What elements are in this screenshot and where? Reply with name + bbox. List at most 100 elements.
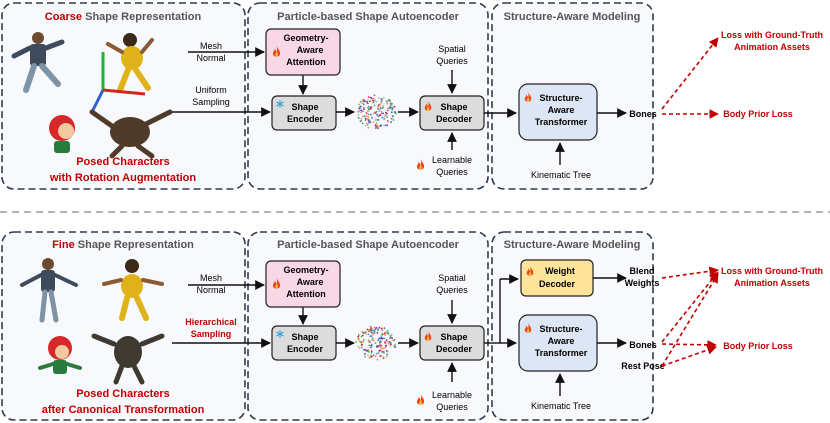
particle xyxy=(388,341,391,343)
particle xyxy=(374,124,377,127)
particle xyxy=(378,97,380,99)
particle xyxy=(374,99,377,101)
particle xyxy=(364,117,367,120)
top-row: Coarse Shape Representation Particle-bas… xyxy=(1,2,823,190)
particle xyxy=(377,115,380,118)
bottom-loss-gt-1: Loss with Ground-Truth xyxy=(721,266,823,276)
particle xyxy=(370,329,373,332)
particle xyxy=(376,113,378,116)
particle xyxy=(382,357,385,360)
particle xyxy=(371,337,374,340)
particle xyxy=(377,105,380,108)
particle xyxy=(366,349,369,352)
particle xyxy=(371,116,373,119)
top-kinematic-tree: Kinematic Tree xyxy=(531,170,591,180)
particle xyxy=(364,332,367,335)
top-mesh-label-1: Mesh xyxy=(200,41,222,51)
bottom-loss-gt-2: Animation Assets xyxy=(734,278,810,288)
particle xyxy=(363,108,365,110)
top-bones-label: Bones xyxy=(629,109,657,119)
particle xyxy=(375,122,378,125)
particle xyxy=(362,103,365,106)
particle xyxy=(368,356,371,359)
top-sampling-label-1: Uniform xyxy=(195,85,227,95)
particle xyxy=(362,106,365,109)
particle xyxy=(367,354,369,357)
bottom-spatial-label-2: Queries xyxy=(436,285,468,295)
particle xyxy=(362,339,365,341)
particle xyxy=(393,105,396,108)
particle xyxy=(376,124,379,127)
particle xyxy=(376,358,379,361)
particle xyxy=(360,346,363,349)
particle xyxy=(363,353,366,356)
particle xyxy=(390,111,393,113)
particle xyxy=(379,355,382,357)
particle xyxy=(384,124,387,127)
particle xyxy=(374,328,377,331)
particle xyxy=(381,112,383,115)
particle xyxy=(371,339,374,341)
particle xyxy=(372,112,375,115)
particle xyxy=(380,100,383,103)
particle xyxy=(385,331,388,333)
top-gaa-label-3: Attention xyxy=(286,57,326,67)
top-learnable-label-2: Queries xyxy=(436,167,468,177)
particle xyxy=(383,124,385,126)
particle xyxy=(390,336,392,339)
bottom-learnable-label-2: Queries xyxy=(436,402,468,412)
particle xyxy=(380,344,383,347)
particle xyxy=(364,119,367,121)
particle xyxy=(367,119,370,121)
particle xyxy=(383,352,385,354)
particle xyxy=(378,110,380,113)
particle xyxy=(357,335,360,338)
top-panel3-title: Structure-Aware Modeling xyxy=(504,11,641,23)
particle xyxy=(381,98,383,101)
particle xyxy=(360,335,363,338)
particle xyxy=(372,101,375,104)
particle xyxy=(392,119,395,121)
top-loss-gt-2: Animation Assets xyxy=(734,42,810,52)
particle xyxy=(362,332,365,335)
rest-pose-label: Rest Pose xyxy=(621,361,665,371)
particle xyxy=(369,121,372,124)
particle xyxy=(367,126,370,129)
bottom-transformer-label-3: Transformer xyxy=(535,348,588,358)
top-character-cap xyxy=(49,115,75,153)
particle xyxy=(390,102,393,105)
particle xyxy=(380,102,382,104)
particle xyxy=(381,333,384,336)
bottom-mesh-label-1: Mesh xyxy=(200,273,222,283)
particle xyxy=(367,105,370,108)
particle xyxy=(390,343,392,346)
top-character-creature xyxy=(89,109,173,159)
particle xyxy=(357,114,360,116)
particle xyxy=(386,124,388,127)
bottom-gaa-label-1: Geometry- xyxy=(283,265,328,275)
bottom-character-dancer xyxy=(102,259,164,321)
particle xyxy=(385,112,388,115)
particle xyxy=(375,327,378,329)
particle xyxy=(389,106,391,108)
bottom-sampling-label-1: Hierarchical xyxy=(185,317,237,327)
particle xyxy=(360,100,362,102)
particle xyxy=(377,329,379,332)
particle xyxy=(366,122,368,125)
top-decoder-label-2: Decoder xyxy=(436,114,473,124)
particle xyxy=(375,110,378,113)
bottom-encoder-label-2: Encoder xyxy=(287,344,324,354)
bottom-gaa-label-2: Aware xyxy=(297,277,324,287)
particle xyxy=(387,342,390,345)
particle xyxy=(384,341,386,343)
particle xyxy=(357,111,359,113)
particle xyxy=(374,342,377,344)
bottom-caption-line1: Posed Characters xyxy=(76,388,170,400)
particle xyxy=(393,345,396,348)
top-shape-encoder xyxy=(271,95,337,131)
top-spatial-label-2: Queries xyxy=(436,56,468,66)
particle xyxy=(385,350,388,352)
particle xyxy=(375,352,378,355)
particle xyxy=(372,354,375,356)
